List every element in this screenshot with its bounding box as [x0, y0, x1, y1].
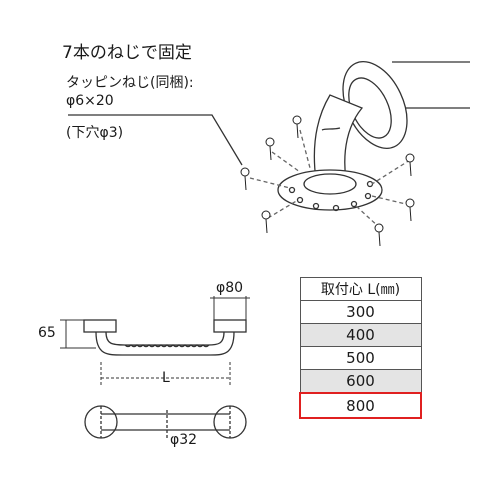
elevation-view	[83, 319, 247, 356]
screw-holes	[288, 180, 374, 212]
spec-table: 取付心 L(㎜) 300 400 500 600 800	[299, 277, 422, 419]
spec-row-selected: 800	[299, 392, 422, 419]
dimension-lines	[60, 296, 250, 385]
spec-row: 600	[299, 369, 422, 394]
bar-tube	[392, 61, 470, 109]
center-distance-label: L	[162, 370, 170, 386]
screw-size: φ6×20	[66, 93, 114, 109]
plan-view	[84, 405, 247, 440]
elbow	[313, 94, 364, 181]
flange-diameter-label: φ80	[216, 280, 244, 296]
spec-table-header: 取付心 L(㎜)	[299, 277, 422, 301]
spec-row: 400	[299, 323, 422, 347]
fixing-note-title: 7本のねじで固定	[62, 43, 192, 63]
screw-label: タッピンねじ(同梱):	[66, 75, 194, 91]
leader-line	[68, 114, 243, 166]
screws	[240, 115, 415, 247]
height-label: 65	[38, 325, 56, 341]
spec-row: 500	[299, 346, 422, 370]
pilot-hole-note: (下穴φ3)	[66, 125, 124, 141]
spec-row: 300	[299, 300, 422, 324]
bar-diameter-label: φ32	[170, 432, 198, 448]
